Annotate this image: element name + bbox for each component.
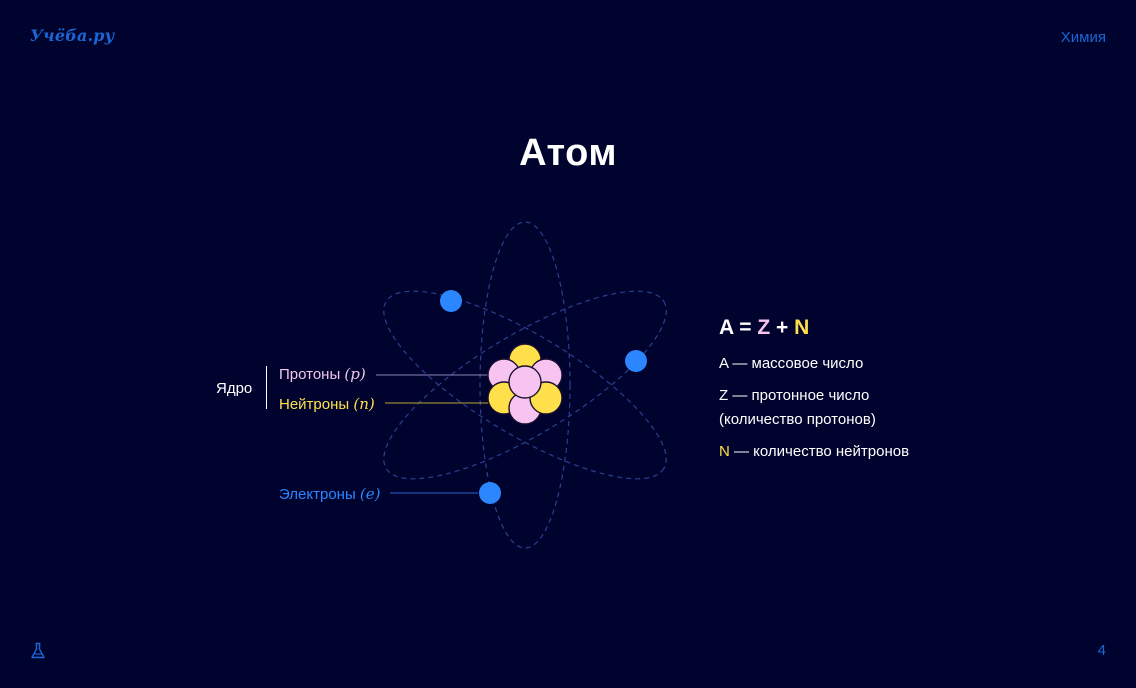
subject-label: Химия xyxy=(1060,29,1106,46)
legend-n: N — количество нейтронов xyxy=(719,443,910,460)
flask-icon xyxy=(31,642,45,659)
proton xyxy=(508,365,542,399)
orbit-diagonal-a xyxy=(383,290,667,480)
electrons-label: Электроны (e) xyxy=(279,485,381,503)
protons-label: Протоны (p) xyxy=(279,365,366,383)
legend-z: Z — протонное число xyxy=(719,387,870,404)
orbit-diagonal-b xyxy=(383,290,667,480)
logo: Учёба.ру xyxy=(30,26,115,45)
page-number: 4 xyxy=(1097,642,1106,659)
mass-number-formula: A = Z + N xyxy=(719,316,810,339)
nucleus-bracket xyxy=(266,366,267,409)
nucleus-label: Ядро xyxy=(216,380,253,397)
orbit-vertical xyxy=(479,221,571,549)
legend-z-note: (количество протонов) xyxy=(719,411,876,428)
electron xyxy=(440,290,462,312)
neutrons-label: Нейтроны (n) xyxy=(279,395,375,413)
electron xyxy=(625,350,647,372)
electron xyxy=(479,482,501,504)
legend-a: A — массовое число xyxy=(719,355,864,372)
page-title: Атом xyxy=(519,132,617,174)
